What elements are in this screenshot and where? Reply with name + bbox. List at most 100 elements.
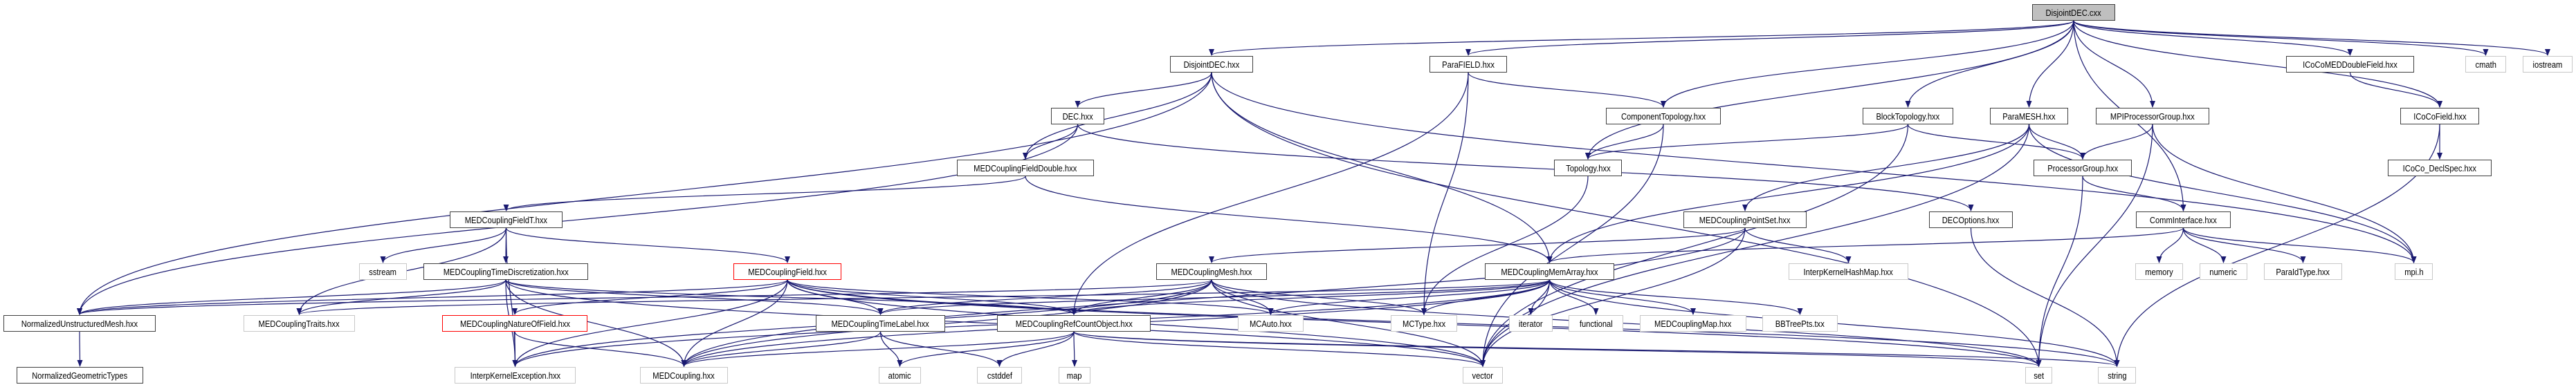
node-label: MCType.hxx [1402, 318, 1446, 329]
edge-topology-hxx-to-mctype-hxx [1421, 176, 1589, 315]
node-label: BBTreePts.txx [1775, 318, 1825, 329]
node-label: atomic [888, 370, 911, 381]
node-label: CommInterface.hxx [2150, 214, 2217, 225]
node-medcouplingfielddouble-hxx[interactable]: MEDCouplingFieldDouble.hxx [957, 160, 1094, 176]
node-iostream: iostream [2523, 56, 2573, 73]
edge-medcouplingmemarray-hxx-to-medcouplingtimelabel-hxx [877, 279, 1551, 315]
node-label: MEDCoupling.hxx [652, 370, 715, 381]
node-paramesh-hxx[interactable]: ParaMESH.hxx [1990, 108, 2068, 124]
node-blocktopology-hxx[interactable]: BlockTopology.hxx [1863, 108, 1953, 124]
node-cstddef: cstddef [977, 367, 1022, 384]
node-interpkernelhashmap-hxx: InterpKernelHashMap.hxx [1789, 263, 1908, 280]
node-mpiprocessorgroup-hxx[interactable]: MPIProcessorGroup.hxx [2096, 108, 2209, 124]
node-label: MEDCouplingRefCountObject.hxx [1015, 318, 1133, 329]
edge-dec-hxx-to-normalizedunstructuredmesh-hxx [77, 124, 1079, 315]
node-atomic: atomic [879, 367, 921, 384]
edge-mpiprocessorgroup-hxx-to-mpi-h [2152, 124, 2417, 263]
edge-disjointdec-hxx-to-normalizedunstructuredmesh-hxx [77, 72, 1212, 315]
node-dec-hxx[interactable]: DEC.hxx [1051, 108, 1104, 124]
node-icocomeddoublefield-hxx[interactable]: ICoCoMEDDoubleField.hxx [2286, 56, 2414, 73]
edge-disjointdec-cxx-to-blocktopology-hxx [1905, 20, 2074, 108]
node-label: iterator [1519, 318, 1543, 329]
node-medcouplingfield-hxx[interactable]: MEDCouplingField.hxx [733, 263, 841, 280]
node-normalizedunstructuredmesh-hxx[interactable]: NormalizedUnstructuredMesh.hxx [3, 315, 156, 332]
edge-blocktopology-hxx-to-topology-hxx [1585, 124, 1909, 160]
node-label: string [2107, 370, 2127, 381]
node-medcouplingmemarray-hxx[interactable]: MEDCouplingMemArray.hxx [1485, 263, 1614, 280]
node-vector: vector [1463, 367, 1503, 384]
node-topology-hxx[interactable]: Topology.hxx [1554, 160, 1622, 176]
node-medcouplingpointset-hxx[interactable]: MEDCouplingPointSet.hxx [1683, 211, 1807, 228]
edge-medcouplingpointset-hxx-to-vector [1480, 227, 1746, 367]
node-label: MEDCouplingMap.hxx [1654, 318, 1732, 329]
edge-medcouplingtimediscretization-hxx-to-vector [505, 279, 1486, 367]
edge-medcouplingtimediscretization-hxx-to-normalizedunstructuredmesh-hxx [77, 279, 506, 315]
node-label: MEDCouplingTimeDiscretization.hxx [443, 266, 569, 277]
node-label: MPIProcessorGroup.hxx [2110, 111, 2195, 122]
node-label: ProcessorGroup.hxx [2047, 162, 2118, 173]
node-label: cstddef [987, 370, 1012, 381]
node-label: DisjointDEC.cxx [2045, 7, 2102, 18]
node-label: MEDCouplingNatureOfField.hxx [459, 318, 570, 329]
node-label: DEC.hxx [1062, 111, 1093, 122]
node-medcouplingrefcountobject-hxx[interactable]: MEDCouplingRefCountObject.hxx [997, 315, 1151, 332]
node-mpi-h: mpi.h [2395, 263, 2433, 280]
edge-medcouplingfieldt-hxx-to-sstream [380, 227, 507, 263]
node-label: NormalizedUnstructuredMesh.hxx [21, 318, 138, 329]
node-medcouplingmesh-hxx[interactable]: MEDCouplingMesh.hxx [1156, 263, 1267, 280]
node-medcouplingnatureoffield-hxx[interactable]: MEDCouplingNatureOfField.hxx [442, 315, 587, 332]
edge-disjointdec-hxx-to-set [1211, 72, 2042, 367]
edge-disjointdec-cxx-to-cmath [2073, 20, 2489, 56]
edge-medcouplingmesh-hxx-to-medcoupling-hxx [681, 279, 1212, 367]
edge-comminterface-hxx-to-paraidtype-hxx [2182, 227, 2306, 263]
node-normalizedgeometrictypes[interactable]: NormalizedGeometricTypes [17, 367, 143, 384]
edge-medcouplingmesh-hxx-to-medcouplingrefcountobject-hxx [1071, 279, 1212, 315]
node-medcouplingtimelabel-hxx[interactable]: MEDCouplingTimeLabel.hxx [816, 315, 945, 332]
node-mcauto-hxx: MCAuto.hxx [1238, 315, 1304, 332]
node-paraidtype-hxx: ParaIdType.hxx [2264, 263, 2342, 280]
edge-medcouplingpointset-hxx-to-medcouplingmesh-hxx [1209, 227, 1746, 263]
node-processorgroup-hxx[interactable]: ProcessorGroup.hxx [2034, 160, 2132, 176]
node-label: functional [1579, 318, 1613, 329]
edge-mpiprocessorgroup-hxx-to-processorgroup-hxx [2080, 124, 2153, 160]
node-label: InterpKernelHashMap.hxx [1803, 266, 1894, 277]
edge-medcouplingfield-hxx-to-mcauto-hxx [787, 279, 1274, 315]
edge-medcouplingnatureoffield-hxx-to-medcoupling-hxx [514, 331, 687, 367]
node-disjointdec-cxx[interactable]: DisjointDEC.cxx [2032, 4, 2115, 21]
edge-disjointdec-cxx-to-mpiprocessorgroup-hxx [2073, 20, 2155, 108]
edge-medcouplingtimelabel-hxx-to-cstddef [879, 331, 1003, 367]
edge-medcouplingrefcountobject-hxx-to-vector [1073, 331, 1486, 367]
edge-blocktopology-hxx-to-vector [1480, 124, 1909, 367]
edge-disjointdec-hxx-to-mpi-h [1211, 72, 2417, 263]
edge-disjointdec-cxx-to-parafield-hxx [1465, 20, 2074, 56]
node-icoco-declspec-hxx[interactable]: ICoCo_DeclSpec.hxx [2388, 160, 2492, 176]
node-label: BlockTopology.hxx [1876, 111, 1940, 122]
edge-medcouplingmesh-hxx-to-medcouplingtimelabel-hxx [877, 279, 1212, 315]
edge-medcouplingmemarray-hxx-to-medcouplingrefcountobject-hxx [1071, 279, 1551, 315]
edge-medcouplingtimelabel-hxx-to-medcoupling-hxx [681, 331, 881, 367]
node-decoptions-hxx[interactable]: DECOptions.hxx [1929, 211, 2013, 228]
edge-medcouplingmemarray-hxx-to-bbtreepts-txx [1549, 279, 1803, 315]
node-label: MEDCouplingField.hxx [748, 266, 827, 277]
node-disjointdec-hxx[interactable]: DisjointDEC.hxx [1170, 56, 1253, 73]
node-label: ParaIdType.hxx [2276, 266, 2330, 277]
node-icocofield-hxx[interactable]: ICoCoField.hxx [2400, 108, 2479, 124]
node-label: MEDCouplingTraits.hxx [258, 318, 340, 329]
edge-componenttopology-hxx-to-topology-hxx [1585, 124, 1664, 160]
node-parafield-hxx[interactable]: ParaFIELD.hxx [1429, 56, 1507, 73]
edge-disjointdec-cxx-to-disjointdec-hxx [1209, 20, 2074, 56]
edge-decoptions-hxx-to-string [1970, 227, 2120, 367]
edge-medcouplingpointset-hxx-to-interpkernelhashmap-hxx [1744, 227, 1852, 263]
edge-medcouplingtimediscretization-hxx-to-medcouplingtraits-hxx [296, 279, 506, 315]
node-numeric: numeric [2200, 263, 2247, 280]
node-medcouplingtimediscretization-hxx[interactable]: MEDCouplingTimeDiscretization.hxx [423, 263, 588, 280]
node-comminterface-hxx[interactable]: CommInterface.hxx [2136, 211, 2231, 228]
edge-disjointdec-cxx-to-icocomeddoublefield-hxx [2073, 20, 2353, 56]
edge-paramesh-hxx-to-medcouplingmemarray-hxx [1546, 124, 2030, 263]
edge-medcouplingmesh-hxx-to-vector [1211, 279, 1486, 367]
node-medcouplingfieldt-hxx[interactable]: MEDCouplingFieldT.hxx [450, 211, 563, 228]
node-label: ParaFIELD.hxx [1442, 59, 1495, 70]
node-componenttopology-hxx[interactable]: ComponentTopology.hxx [1606, 108, 1721, 124]
edge-disjointdec-cxx-to-componenttopology-hxx [1661, 20, 2074, 108]
